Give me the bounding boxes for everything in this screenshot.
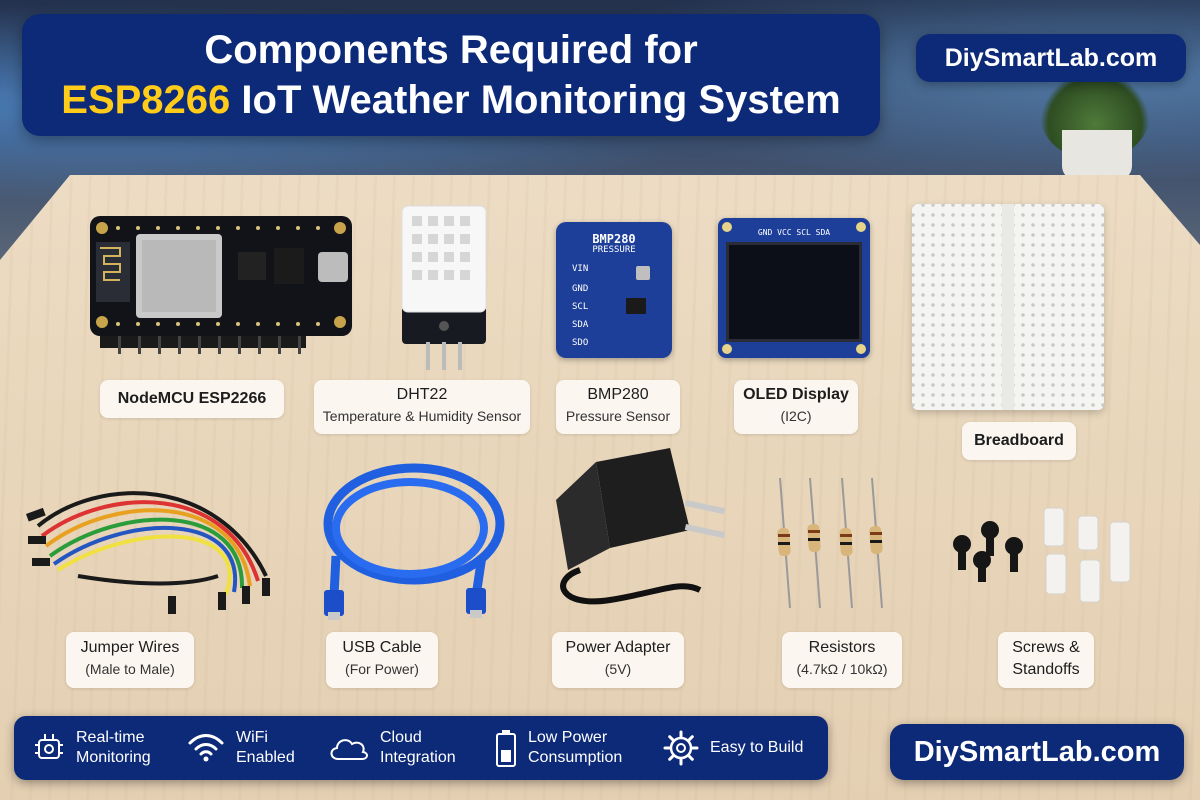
title-line2: ESP8266 IoT Weather Monitoring System [22,78,880,123]
brand-badge-bottom[interactable]: DiySmartLab.com [890,724,1184,780]
nodemcu-board-image [90,216,352,354]
breadboard-image [912,204,1104,410]
label-power-adapter: Power Adapter (5V) [552,632,684,688]
label-bmp280-sub: Pressure Sensor [565,408,671,424]
title-rest: IoT Weather Monitoring System [230,78,841,122]
oled-display-image: GND VCC SCL SDA [718,218,870,358]
label-bmp280: BMP280 Pressure Sensor [556,380,680,434]
label-dht22: DHT22 Temperature & Humidity Sensor [314,380,530,434]
label-oled: OLED Display (I2C) [734,380,858,434]
bmp280-module-image: BMP280 PRESSURE VIN GND SCL SDA SDO [556,222,672,358]
feature-realtime-l2: Monitoring [76,749,151,766]
label-usb-cable: USB Cable (For Power) [326,632,438,688]
label-power-name: Power Adapter [565,639,671,656]
bmp-pin-gnd: GND [572,284,589,294]
feature-wifi-l1: WiFi [236,729,268,746]
feature-wifi-l2: Enabled [236,749,295,766]
oled-hole-tr [856,222,866,232]
label-dht22-sub: Temperature & Humidity Sensor [322,408,522,424]
bmp-pin-sdo: SDO [572,338,589,348]
label-resistors: Resistors (4.7kΩ / 10kΩ) [782,632,902,688]
label-jumper-sub: (Male to Male) [85,661,175,677]
bmp-pin-sda: SDA [572,320,589,330]
plant-pot [1062,130,1132,180]
feature-lowpower-l1: Low Power [528,729,608,746]
oled-pin-labels: GND VCC SCL SDA [757,228,831,237]
bmp-subtitle: PRESSURE [592,245,636,255]
label-usb-sub: (For Power) [345,661,419,677]
oled-hole-tl [722,222,732,232]
feature-realtime-l1: Real-time [76,729,145,746]
title-accent: ESP8266 [61,78,231,122]
resistors-image [777,477,883,609]
label-bmp280-name: BMP280 [587,386,649,403]
breadboard-divider [1002,204,1014,410]
feature-lowpower-l2: Consumption [528,749,623,766]
bmp-sensor [636,266,650,280]
title-line1: Components Required for [204,28,698,72]
label-breadboard: Breadboard [962,422,1076,460]
label-resistors-name: Resistors [808,639,876,656]
label-jumper-wires: Jumper Wires (Male to Male) [66,632,194,688]
bmp-chip [626,298,646,314]
label-usb-name: USB Cable [342,639,422,656]
feature-cloud-l1: Cloud [380,729,422,746]
feature-easy: Easy to Build [662,716,803,780]
monitoring-icon [35,734,63,759]
label-nodemcu: NodeMCU ESP2266 [100,380,284,418]
screws-standoffs-image [953,507,1131,603]
oled-hole-br [856,344,866,354]
wifi-icon [188,734,224,762]
label-nodemcu-name: NodeMCU ESP2266 [117,390,267,407]
usb-cable-image [323,463,505,620]
power-adapter-image [556,448,726,605]
bmp-title: BMP280 [592,232,636,246]
label-screws-sub: Standoffs [1012,661,1080,678]
oled-screen [726,242,862,342]
battery-icon [496,730,516,767]
bmp-pin-scl: SCL [572,302,589,312]
label-jumper-name: Jumper Wires [80,639,180,656]
dht22-sensor-image [401,205,487,370]
label-resistors-sub: (4.7kΩ / 10kΩ) [796,661,888,677]
label-screws-name: Screws & [1012,639,1080,656]
oled-hole-bl [722,344,732,354]
label-power-sub: (5V) [604,661,632,677]
feature-cloud-l2: Integration [380,749,456,766]
label-dht22-name: DHT22 [396,386,448,403]
title-banner: Components Required for ESP8266 IoT Weat… [22,14,880,136]
bmp-pin-vin: VIN [572,264,589,274]
feature-easy-l1: Easy to Build [710,739,804,756]
brand-badge-top[interactable]: DiySmartLab.com [916,34,1186,82]
jumper-wires-image [26,491,270,614]
gear-icon [663,730,699,766]
label-oled-sub: (I2C) [780,408,812,424]
label-breadboard-name: Breadboard [974,432,1064,449]
cloud-icon [330,739,368,760]
label-oled-name: OLED Display [743,386,849,403]
label-screws: Screws & Standoffs [998,632,1094,688]
